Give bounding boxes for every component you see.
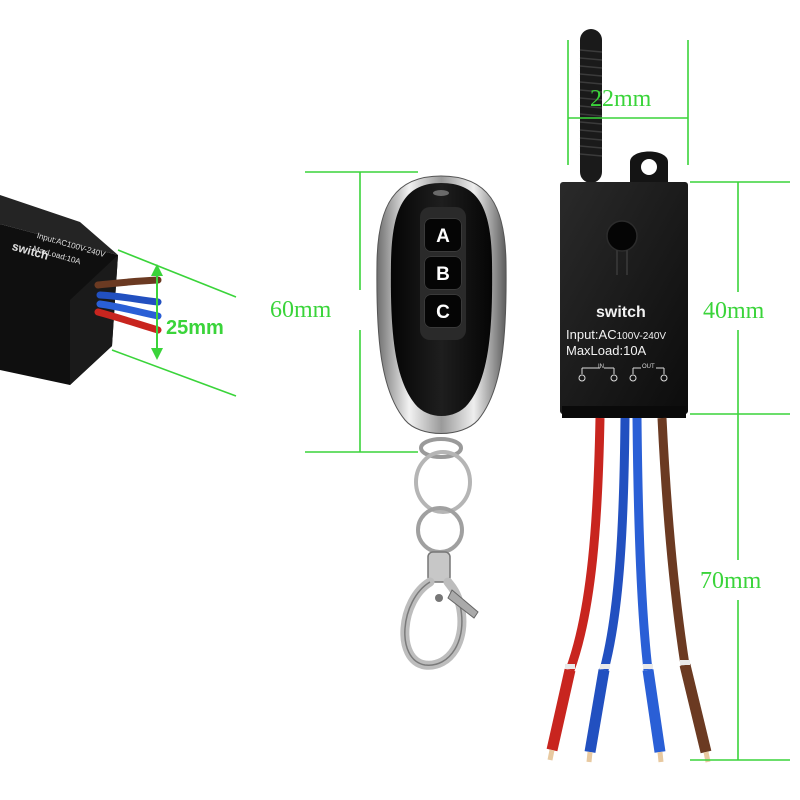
remote-button-c-label: C	[436, 302, 450, 323]
side-dim-arrow-down	[151, 348, 163, 360]
wire-red	[565, 417, 605, 672]
dim-label-25mm: 25mm	[166, 317, 224, 339]
keyring-ring	[414, 450, 472, 514]
receiver-learn-button	[606, 220, 638, 252]
receiver-case	[560, 182, 688, 414]
remote-control	[305, 171, 507, 670]
antenna-coils	[579, 49, 603, 157]
receiver-input-prefix: Input:AC	[566, 327, 617, 342]
receiver-module	[546, 29, 790, 763]
side-wire-brown	[94, 276, 162, 289]
side-wire-red	[94, 308, 162, 334]
side-wire-blue-1	[96, 291, 162, 306]
side-view-receiver	[0, 195, 237, 397]
wire-brown	[657, 417, 690, 666]
receiver-terminal-in: IN	[598, 364, 604, 370]
dim-label-60mm: 60mm	[270, 297, 332, 323]
keyring-link	[416, 506, 464, 554]
side-dim-guide-bottom	[111, 349, 237, 397]
keyring-clasp-gate	[447, 589, 479, 619]
mounting-hole	[641, 159, 657, 175]
wire-blue-2-tip	[657, 751, 664, 763]
wire-blue-2	[632, 417, 653, 671]
wire-joints	[565, 660, 690, 669]
receiver-input-rating: Input:AC100V-240V	[566, 328, 666, 342]
wire-red-tip	[547, 749, 555, 761]
side-dim-arrow-up	[151, 264, 163, 276]
remote-button-a[interactable]	[424, 218, 462, 252]
dim-label-22mm: 22mm	[590, 86, 652, 112]
receiver-case-bottom	[562, 406, 686, 418]
dim-label-70mm: 70mm	[700, 568, 762, 594]
receiver-input-range: 100V-240V	[616, 331, 667, 342]
keyring-swivel	[427, 551, 451, 583]
receiver-brand: switch	[596, 304, 646, 321]
receiver-terminal-out: OUT	[642, 364, 655, 370]
dim-label-40mm: 40mm	[703, 298, 765, 324]
remote-button-a-label: A	[436, 226, 450, 247]
side-case-top	[0, 195, 118, 255]
remote-button-b-label: B	[436, 264, 450, 285]
remote-button-c[interactable]	[424, 294, 462, 328]
remote-button-b[interactable]	[424, 256, 462, 290]
wire-blue-1	[599, 417, 630, 672]
wire-blue-1-tip	[586, 751, 593, 763]
side-wire-blue-2	[96, 300, 162, 320]
terminal-diagram	[578, 367, 668, 382]
keyring-loop-small	[419, 437, 463, 459]
receiver-max-load: MaxLoad:10A	[566, 343, 647, 358]
remote-led	[433, 190, 449, 196]
side-dim-guide-top	[117, 249, 237, 298]
